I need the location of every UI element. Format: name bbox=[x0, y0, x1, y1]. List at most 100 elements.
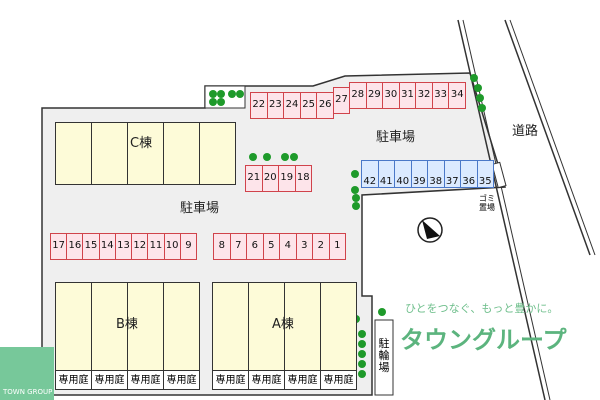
tree-icon bbox=[358, 360, 366, 368]
tree-icon bbox=[217, 98, 225, 106]
tree-icon bbox=[228, 90, 236, 98]
parking-stall-32: 32 bbox=[415, 82, 433, 109]
tree-icon bbox=[378, 308, 386, 316]
parking-stall-30: 30 bbox=[382, 82, 400, 109]
building-b-label: B棟 bbox=[116, 317, 138, 332]
parking-stall-28: 28 bbox=[349, 82, 367, 109]
private-garden: 専用庭 bbox=[284, 370, 321, 390]
building-a-unit bbox=[212, 282, 249, 372]
private-garden: 専用庭 bbox=[127, 370, 164, 390]
building-b-unit bbox=[163, 282, 200, 372]
tree-icon bbox=[358, 340, 366, 348]
garbage-box bbox=[491, 161, 507, 189]
tree-icon bbox=[476, 94, 484, 102]
tree-icon bbox=[352, 194, 360, 202]
parking-stall-15: 15 bbox=[82, 233, 100, 260]
building-b-unit bbox=[55, 282, 92, 372]
watermark-tagline: ひとをつなぐ、もっと豊かに。 bbox=[405, 302, 559, 315]
road-label: 道路 bbox=[512, 124, 539, 139]
building-c-label: C棟 bbox=[130, 136, 153, 151]
tree-icon bbox=[470, 74, 478, 82]
tree-icon bbox=[358, 330, 366, 338]
parking-stall-4: 4 bbox=[279, 233, 297, 260]
tree-icon bbox=[209, 90, 217, 98]
bike-parking-label: 駐輪場 bbox=[378, 337, 390, 374]
parking-stall-6: 6 bbox=[246, 233, 264, 260]
building-a-unit bbox=[284, 282, 321, 372]
parking-stall-7: 7 bbox=[229, 233, 247, 260]
parking-stall-10: 10 bbox=[163, 233, 181, 260]
parking-stall-42: 42 bbox=[361, 160, 379, 188]
parking-stall-23: 23 bbox=[266, 92, 285, 119]
building-c-unit bbox=[91, 122, 128, 185]
road-edge bbox=[509, 19, 596, 256]
bike-parking-box bbox=[374, 319, 394, 396]
tree-icon bbox=[358, 370, 366, 378]
tree-icon bbox=[217, 90, 225, 98]
parking-stall-1: 1 bbox=[328, 233, 346, 260]
parking-stall-31: 31 bbox=[398, 82, 417, 109]
parking-stall-36: 36 bbox=[460, 160, 478, 188]
parking-stall-35: 35 bbox=[476, 160, 494, 188]
private-garden: 専用庭 bbox=[248, 370, 285, 390]
garbage-label: ゴミ置場 bbox=[479, 194, 495, 212]
parking-stall-12: 12 bbox=[131, 233, 149, 260]
tree-icon bbox=[281, 153, 289, 161]
tree-icon bbox=[351, 170, 359, 178]
road-edge bbox=[504, 19, 591, 256]
tree-icon bbox=[351, 186, 359, 194]
parking-stall-22: 22 bbox=[250, 92, 268, 119]
parking-stall-25: 25 bbox=[299, 92, 318, 119]
building-c-unit bbox=[55, 122, 92, 185]
private-garden: 専用庭 bbox=[91, 370, 128, 390]
parking-label: 駐車場 bbox=[180, 201, 220, 216]
building-c-unit bbox=[163, 122, 200, 185]
parking-stall-26: 26 bbox=[316, 92, 334, 119]
parking-label: 駐車場 bbox=[376, 130, 416, 145]
parking-stall-41: 41 bbox=[377, 160, 395, 188]
tree-icon bbox=[209, 98, 217, 106]
building-b-unit bbox=[127, 282, 164, 372]
parking-stall-39: 39 bbox=[410, 160, 428, 188]
parking-stall-9: 9 bbox=[179, 233, 197, 260]
parking-stall-40: 40 bbox=[394, 160, 412, 188]
parking-stall-37: 37 bbox=[443, 160, 461, 188]
tree-icon bbox=[358, 350, 366, 358]
parking-stall-16: 16 bbox=[66, 233, 84, 260]
tree-icon bbox=[478, 104, 486, 112]
building-c-unit bbox=[199, 122, 236, 185]
private-garden: 専用庭 bbox=[320, 370, 357, 390]
private-garden: 専用庭 bbox=[163, 370, 200, 390]
parking-stall-19: 19 bbox=[278, 165, 296, 192]
tree-icon bbox=[474, 84, 482, 92]
parking-stall-8: 8 bbox=[213, 233, 231, 260]
parking-stall-34: 34 bbox=[448, 82, 466, 109]
building-a-label: A棟 bbox=[272, 317, 294, 332]
parking-stall-29: 29 bbox=[365, 82, 384, 109]
road-edge bbox=[462, 19, 551, 400]
watermark-brand: タウングループ bbox=[400, 326, 567, 354]
parking-stall-38: 38 bbox=[427, 160, 445, 188]
parking-stall-3: 3 bbox=[295, 233, 313, 260]
parking-stall-24: 24 bbox=[283, 92, 301, 119]
parking-stall-11: 11 bbox=[147, 233, 165, 260]
parking-stall-20: 20 bbox=[261, 165, 279, 192]
tree-icon bbox=[352, 202, 360, 210]
tree-icon bbox=[236, 90, 244, 98]
parking-stall-33: 33 bbox=[431, 82, 450, 109]
tree-icon bbox=[263, 153, 271, 161]
parking-stall-13: 13 bbox=[114, 233, 133, 260]
north-compass-icon bbox=[417, 217, 443, 243]
road-edge bbox=[457, 19, 546, 400]
private-garden: 専用庭 bbox=[55, 370, 92, 390]
building-c-unit bbox=[127, 122, 164, 185]
parking-stall-17: 17 bbox=[50, 233, 68, 260]
tree-icon bbox=[249, 153, 257, 161]
building-a-unit bbox=[320, 282, 357, 372]
private-garden: 専用庭 bbox=[212, 370, 249, 390]
tree-icon bbox=[290, 153, 298, 161]
parking-stall-27: 27 bbox=[333, 87, 350, 114]
parking-stall-21: 21 bbox=[245, 165, 263, 192]
town-group-logo: TOWN GROUP bbox=[0, 347, 54, 400]
